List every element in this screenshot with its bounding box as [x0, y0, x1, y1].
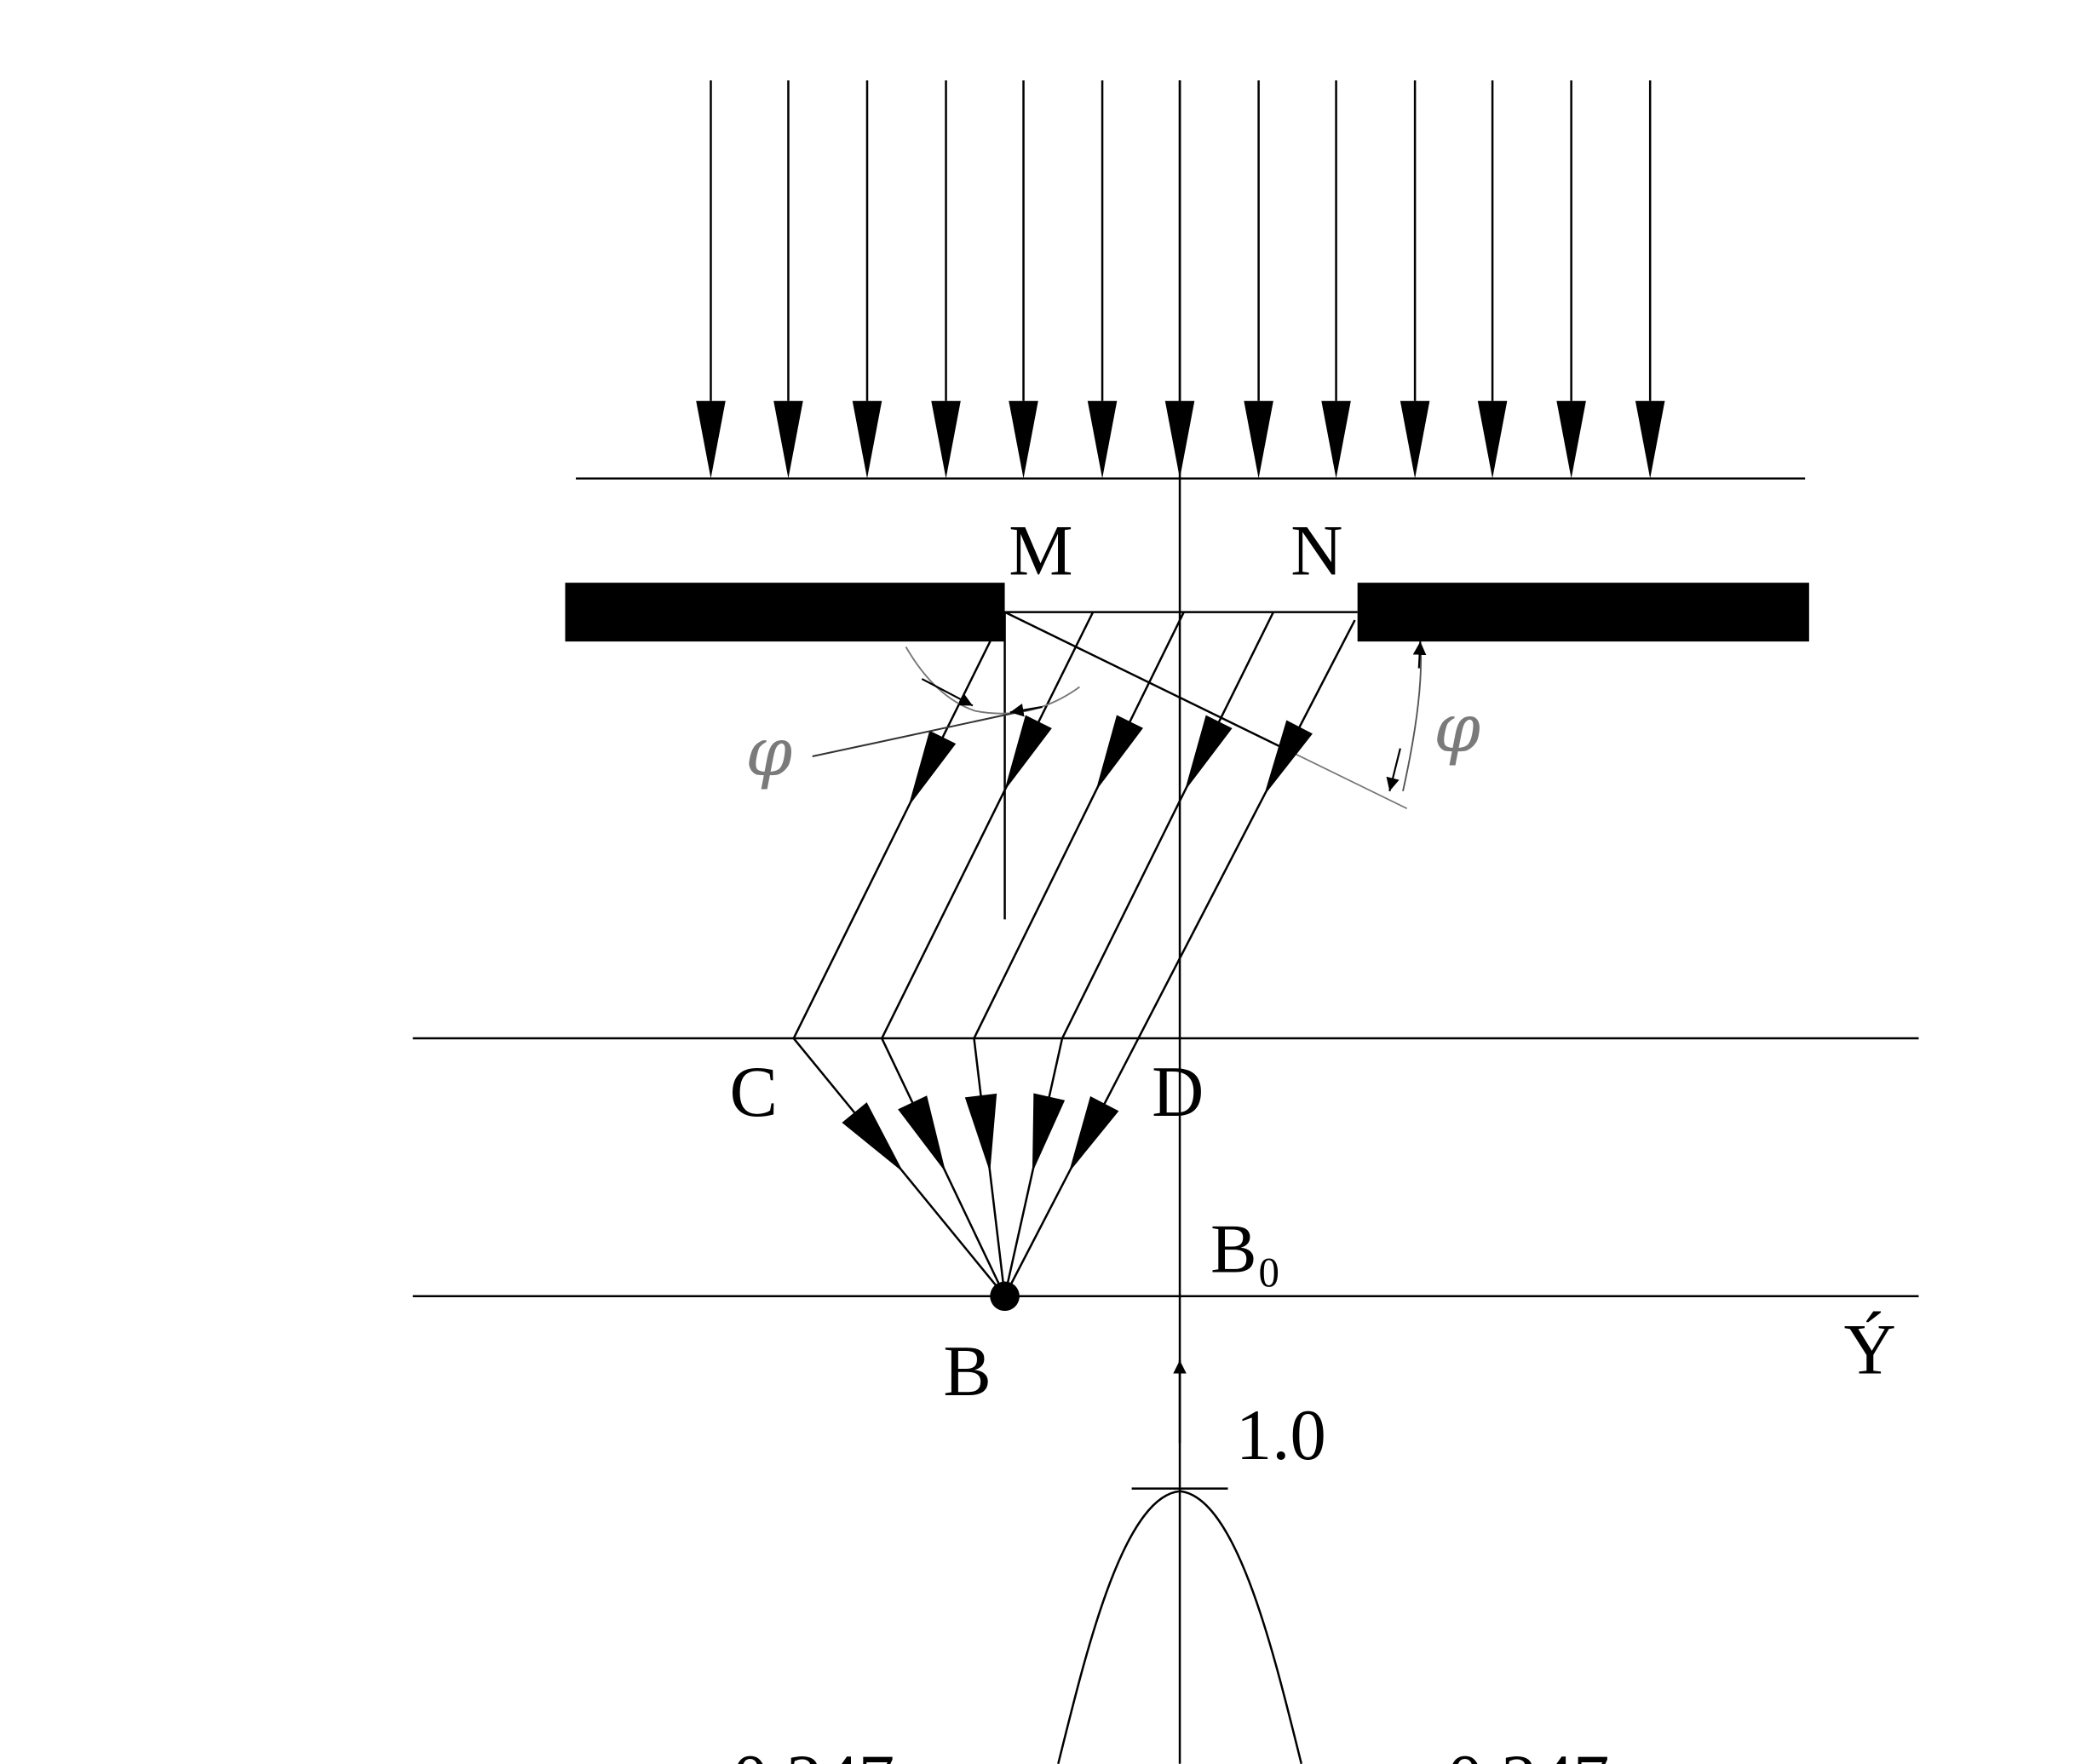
- incident-arrowhead-3: [852, 400, 882, 479]
- diffracted-ray-4: [1060, 612, 1274, 1039]
- diffracted-arrowhead-4: [1184, 715, 1233, 791]
- label-d: D: [1152, 1053, 1204, 1132]
- diffracted-arrowhead-3: [1095, 715, 1143, 791]
- label-b: B: [943, 1332, 992, 1411]
- incident-arrowhead-2: [773, 400, 803, 479]
- phi-left-arc: [905, 646, 1080, 715]
- diffracted-ray-2: [881, 612, 1095, 1039]
- incident-arrowhead-1: [696, 400, 726, 479]
- diffracted-ray-3: [973, 612, 1185, 1039]
- left-plate: [565, 583, 1005, 642]
- label-phi-left: φ: [745, 714, 792, 791]
- label-m: M: [1009, 512, 1072, 591]
- label-phi-right: φ: [1434, 690, 1480, 767]
- intensity-curve: [1057, 1490, 1303, 1764]
- phi-right-arrow-down: [1386, 748, 1401, 792]
- converging-arrowhead-1: [842, 1102, 904, 1173]
- diffracted-arrowhead-2: [1004, 715, 1052, 791]
- label-b0: B₀: [1210, 1210, 1281, 1288]
- label-y-axis: Ý: [1844, 1311, 1896, 1390]
- diffracted-rays: [792, 612, 1356, 1039]
- phi-right-arrow-up: [1412, 641, 1427, 669]
- right-plate: [1357, 583, 1809, 642]
- phi-left-arrow-a: [921, 678, 974, 707]
- incident-arrowhead-9: [1321, 400, 1351, 479]
- phi-left-leader: [812, 706, 1043, 758]
- wavefront-extension-line: [1286, 749, 1408, 810]
- converging-arrowhead-3: [964, 1093, 997, 1173]
- focal-point-b: [990, 1281, 1020, 1312]
- incident-arrowhead-6: [1087, 400, 1118, 479]
- incident-arrowhead-12: [1556, 400, 1586, 479]
- incident-arrowhead-4: [931, 400, 961, 479]
- label-peak-value: 1.0: [1236, 1396, 1326, 1475]
- phi-left-arrow-b: [1009, 703, 1043, 717]
- diffracted-ray-1: [792, 638, 993, 1039]
- incident-arrowhead-10: [1400, 400, 1430, 479]
- wavefront-line: [1004, 611, 1288, 751]
- incident-arrowhead-8: [1244, 400, 1273, 479]
- incident-arrowhead-13: [1635, 400, 1665, 479]
- label-c: C: [729, 1053, 778, 1132]
- incident-arrowhead-5: [1009, 400, 1038, 479]
- converging-arrowhead-2: [898, 1095, 946, 1173]
- diffracted-ray-5: [1137, 619, 1356, 1039]
- diffracted-arrowhead-1: [908, 730, 957, 807]
- diffracted-arrowhead-5: [1263, 720, 1313, 796]
- label-bottom-right-value: 0.247: [1447, 1741, 1610, 1764]
- converging-rays: [792, 1037, 1140, 1297]
- phi-right-arc: [1402, 641, 1423, 792]
- label-bottom-left-value: 0.247: [733, 1741, 895, 1764]
- incident-arrowhead-11: [1477, 400, 1508, 479]
- label-n: N: [1290, 512, 1342, 591]
- converging-arrowhead-5: [1068, 1096, 1119, 1173]
- converging-arrowhead-4: [1032, 1093, 1066, 1173]
